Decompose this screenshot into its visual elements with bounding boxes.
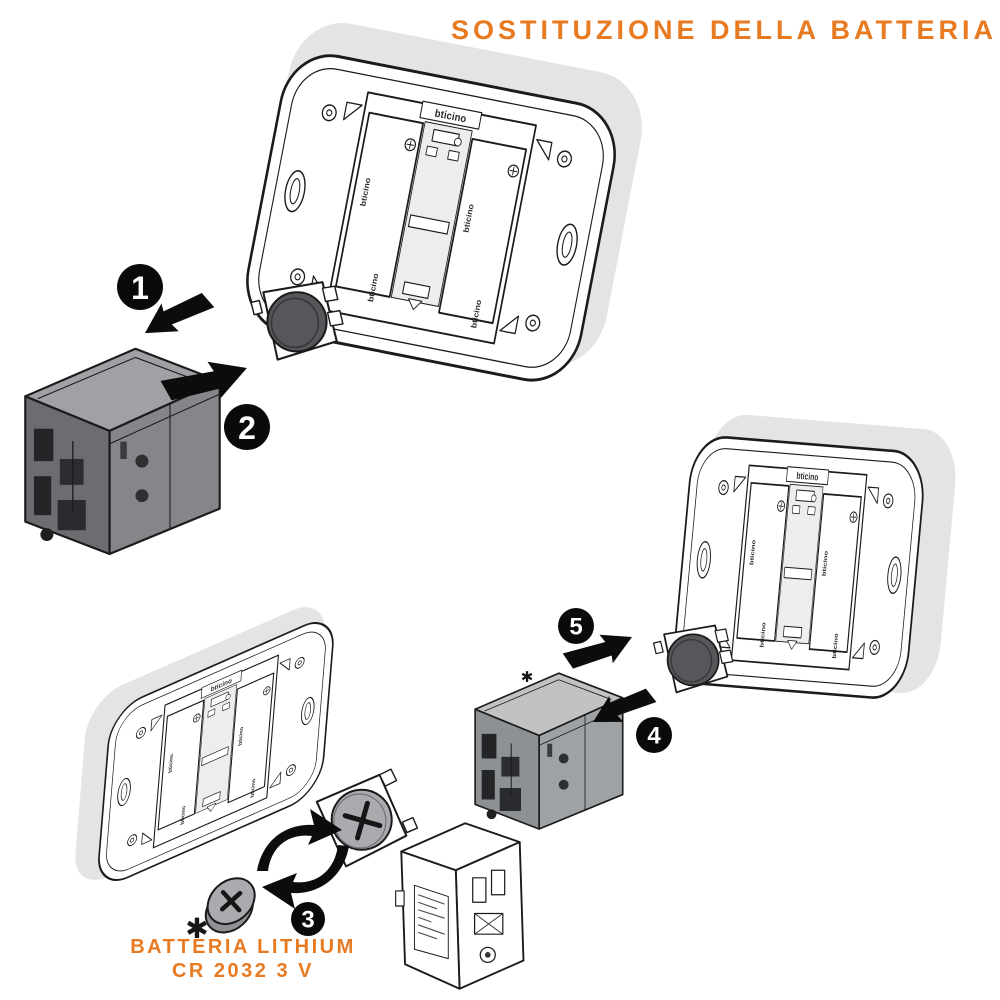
battery-holder (315, 768, 419, 868)
step-number-3: 3 (301, 907, 314, 934)
step-badge-5: 5 (558, 608, 594, 644)
battery-label-line1: BATTERIA LITHIUM (130, 936, 356, 958)
holder-tab (378, 768, 398, 787)
holder-tab (401, 816, 419, 834)
coin-battery (204, 877, 256, 934)
battery-plus-sign (342, 800, 383, 841)
step-badge-1: 1 (117, 264, 163, 310)
step-number-5: 5 (569, 614, 582, 641)
rotate-arrow-counterclockwise (262, 845, 349, 909)
step-number-2: 2 (238, 410, 256, 446)
device-module-2 (474, 672, 624, 830)
battery-plus-sign (219, 890, 243, 913)
battery-label-line2: CR 2032 3 V (172, 960, 314, 982)
asterisk-marker-battery: ✱ (185, 912, 208, 945)
rotate-arrow-clockwise (257, 809, 342, 871)
device-module-rear-view (394, 822, 525, 990)
rotation-arrows (257, 809, 349, 909)
step-number-4: 4 (647, 723, 661, 750)
step-badge-3: 3 (291, 902, 325, 936)
step-badge-2: 2 (224, 404, 270, 450)
step-number-1: 1 (131, 270, 149, 306)
page-title: SOSTITUZIONE DELLA BATTERIA (451, 15, 997, 45)
step-badge-4: 4 (636, 717, 672, 753)
battery-type-label: BATTERIA LITHIUM CR 2032 3 V (130, 936, 356, 982)
asterisk-marker-module: ✱ (521, 668, 534, 686)
